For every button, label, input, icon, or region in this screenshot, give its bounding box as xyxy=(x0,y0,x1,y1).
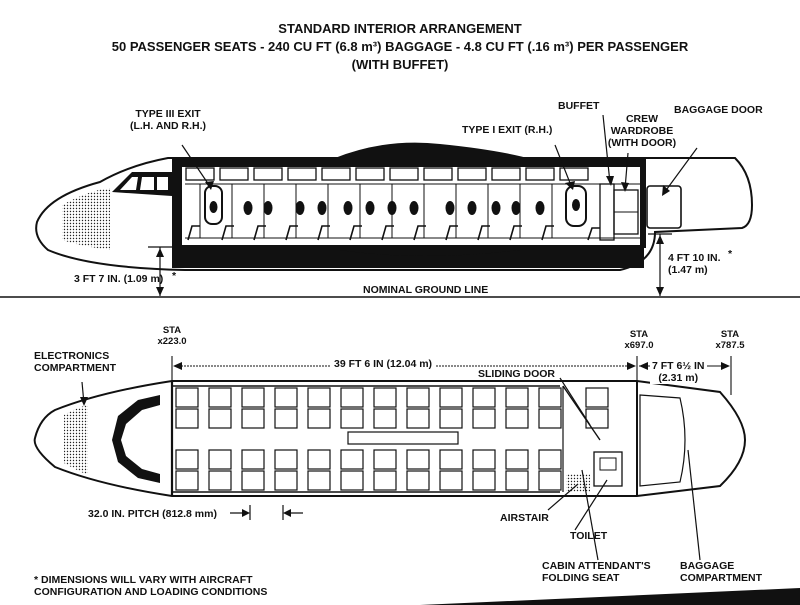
front-height-label: 3 FT 7 IN. (1.09 m) xyxy=(74,273,164,285)
sliding-door-label: SLIDING DOOR xyxy=(476,368,558,381)
crew-wardrobe-line-3: (WITH DOOR) xyxy=(607,137,677,150)
sta-left-line-1: STA xyxy=(162,325,182,336)
type-i-exit-label: TYPE I EXIT (R.H.) xyxy=(462,124,553,136)
type-i-exit-window xyxy=(572,199,580,211)
title-line-3: (WITH BUFFET) xyxy=(351,57,449,72)
sta-lines xyxy=(171,356,732,395)
footnote: * DIMENSIONS WILL VARY WITH AIRCRAFT CON… xyxy=(34,574,267,598)
arrow-front-height-bottom xyxy=(156,287,164,296)
arrow-wardrobe xyxy=(621,182,629,192)
side-view xyxy=(0,114,800,298)
crew-wardrobe-label: CREW WARDROBE (WITH DOOR) xyxy=(601,113,683,149)
type-iii-exit-label: TYPE III EXIT (L.H. AND R.H.) xyxy=(118,108,218,132)
arrow-pitch-left xyxy=(242,509,250,517)
plan-aisle xyxy=(347,431,459,445)
cabin-ceiling xyxy=(172,158,644,167)
cockpit-window-1 xyxy=(120,177,138,190)
arrow-type-i xyxy=(565,181,575,190)
arrow-rear-right xyxy=(721,362,730,370)
type-iii-exit-line-1: TYPE III EXIT xyxy=(135,108,201,120)
title-line-2: 50 PASSENGER SEATS - 240 CU FT (6.8 m³) … xyxy=(111,39,689,54)
type-iii-exit-line-2: (L.H. AND R.H.) xyxy=(129,120,207,133)
plan-seats-bottom xyxy=(175,449,562,491)
baggage-compartment-line-2: COMPARTMENT xyxy=(680,572,763,585)
plan-sliding-door xyxy=(562,385,601,441)
plan-leader-lines xyxy=(81,377,701,561)
rear-height-label: 4 FT 10 IN. (1.47 m) xyxy=(668,252,721,276)
airstair-label: AIRSTAIR xyxy=(500,512,549,524)
page-edge-shadow xyxy=(420,588,800,605)
rear-height-asterisk: * xyxy=(728,248,733,260)
plan-toilet-bowl xyxy=(599,457,617,471)
crew-wardrobe-line-2: WARDROBE xyxy=(610,125,674,138)
rear-length-label: 7 FT 6½ IN (2.31 m) xyxy=(650,360,707,385)
cockpit-window-2 xyxy=(140,177,154,190)
plan-toilet xyxy=(593,451,623,487)
arrow-pitch-right xyxy=(283,509,291,517)
rear-height-line-1: 4 FT 10 IN. xyxy=(668,252,721,264)
arrow-rear-height-top xyxy=(656,235,664,244)
sta-mid-label: STA x697.0 xyxy=(617,329,661,352)
attendant-seat-line-1: CABIN ATTENDANT'S xyxy=(542,560,651,572)
attendant-seat-line-2: FOLDING SEAT xyxy=(542,572,620,585)
plan-nose-radome xyxy=(64,405,88,475)
title-line-1: STANDARD INTERIOR ARRANGEMENT xyxy=(278,21,522,36)
nose-radome xyxy=(62,188,110,250)
sta-left-line-2: x223.0 xyxy=(157,335,187,347)
arrow-baggage-door xyxy=(662,185,670,196)
arrow-cabin-left xyxy=(173,362,182,370)
belly-bulge xyxy=(340,250,520,256)
electronics-compartment-label: ELECTRONICS COMPARTMENT xyxy=(34,350,116,374)
crew-wardrobe-line-1: CREW xyxy=(625,113,659,125)
arrow-electronics xyxy=(80,397,88,406)
type-iii-exit-window xyxy=(209,201,218,213)
baggage-compartment-label: BAGGAGE COMPARTMENT xyxy=(680,560,762,584)
cabin-length-label: 39 FT 6 IN (12.04 m) xyxy=(330,358,437,371)
buffet-label: BUFFET xyxy=(558,100,600,112)
ground-line-label: NOMINAL GROUND LINE xyxy=(363,284,489,296)
attendant-seat-label: CABIN ATTENDANT'S FOLDING SEAT xyxy=(542,560,651,584)
plan-baggage-compartment xyxy=(639,394,686,487)
side-seats xyxy=(187,225,600,241)
arrow-rear-height-bottom xyxy=(656,287,664,296)
pitch-markers xyxy=(230,505,303,520)
sta-right-label: STA x787.5 xyxy=(708,329,752,352)
sta-mid-line-1: STA xyxy=(629,329,649,340)
plan-cockpit-windscreen xyxy=(112,395,160,483)
arrow-front-height-top xyxy=(156,248,164,257)
arrow-cabin-right xyxy=(627,362,636,370)
baggage-door-label: BAGGAGE DOOR xyxy=(674,104,763,116)
toilet-label: TOILET xyxy=(570,530,608,542)
cabin-windows xyxy=(243,201,545,215)
baggage-compartment-line-1: BAGGAGE xyxy=(680,560,735,572)
sta-right-line-1: STA xyxy=(720,329,740,340)
cockpit-window-3 xyxy=(157,177,168,190)
plan-seats-top xyxy=(175,387,609,429)
sta-right-line-2: x787.5 xyxy=(715,339,745,351)
pitch-label: 32.0 IN. PITCH (812.8 mm) xyxy=(88,508,217,520)
arrow-buffet xyxy=(606,176,614,186)
cabin-floor xyxy=(172,245,644,268)
rear-length-line-1: 7 FT 6½ IN xyxy=(652,360,705,372)
electronics-line-2: COMPARTMENT xyxy=(34,362,117,375)
front-height-asterisk: * xyxy=(172,270,177,282)
electronics-line-1: ELECTRONICS xyxy=(34,350,110,362)
footnote-line-2: CONFIGURATION AND LOADING CONDITIONS xyxy=(34,586,268,599)
plan-airstair xyxy=(566,474,590,492)
footnote-line-1: * DIMENSIONS WILL VARY WITH AIRCRAFT xyxy=(34,574,253,586)
overhead-bins xyxy=(185,167,589,181)
sta-left-label: STA x223.0 xyxy=(150,325,194,348)
rear-height-line-2: (1.47 m) xyxy=(668,264,708,277)
plan-view xyxy=(33,356,800,605)
arrow-rear-left xyxy=(639,362,648,370)
rear-length-line-2: (2.31 m) xyxy=(658,372,699,385)
forward-bulkhead xyxy=(172,158,182,268)
sta-mid-line-2: x697.0 xyxy=(624,339,654,351)
side-leader-lines xyxy=(181,114,698,194)
aft-cabin-bulkhead xyxy=(640,158,646,248)
arrow-type-iii xyxy=(205,181,214,190)
dorsal-fairing xyxy=(335,142,535,160)
